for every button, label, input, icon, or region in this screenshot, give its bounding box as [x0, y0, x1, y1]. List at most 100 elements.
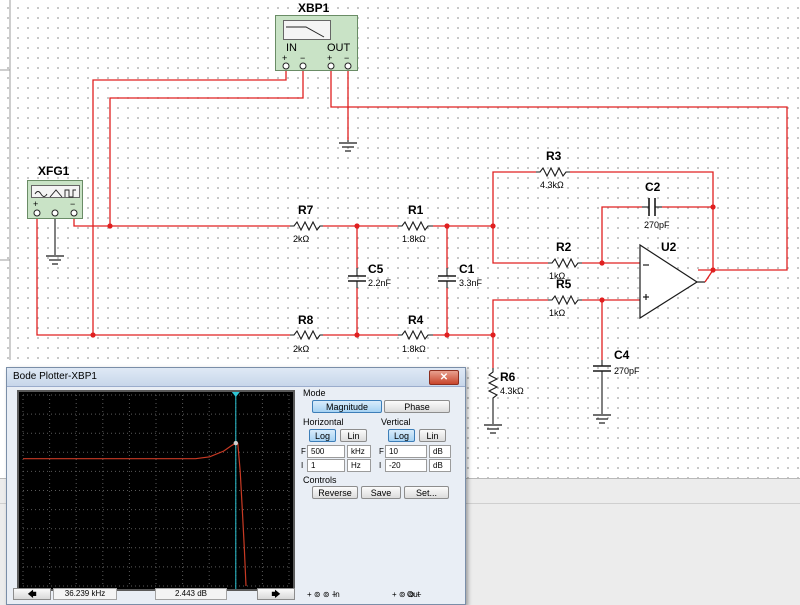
- r6-ref: R6: [500, 370, 516, 384]
- resistor-r1-symbol: [398, 220, 433, 232]
- xbp1-terminals[interactable]: [275, 60, 357, 72]
- xbp1-in-minus-terminal-icon: [299, 62, 307, 70]
- junction-dot: [107, 223, 113, 229]
- r8-value: 2kΩ: [293, 344, 310, 354]
- out-terminal-label: Out: [407, 590, 420, 599]
- cursor-left-icon[interactable]: 🡄: [13, 588, 51, 600]
- wire-c2-left: [601, 206, 642, 263]
- cursor-gain-readout: 2.443 dB: [155, 588, 227, 600]
- xfg1-minus-label: −: [70, 199, 76, 209]
- vertical-final-input[interactable]: 10: [385, 445, 427, 458]
- r1-value: 1.8kΩ: [402, 234, 426, 244]
- horizontal-group-label: Horizontal: [303, 417, 344, 427]
- phase-button[interactable]: Phase: [384, 400, 450, 413]
- c5-ref: C5: [368, 262, 384, 276]
- cursor-handle-icon[interactable]: [231, 392, 240, 397]
- xbp1-out-minus-label: −: [344, 53, 350, 63]
- resistor-r5-symbol: [548, 294, 582, 306]
- horizontal-initial-unit[interactable]: Hz: [347, 459, 371, 472]
- xfg1-plus-label: +: [33, 199, 39, 209]
- horizontal-initial-input[interactable]: 1: [307, 459, 345, 472]
- horizontal-final-label: F: [301, 447, 306, 456]
- junction-dot: [599, 260, 605, 266]
- magnitude-button[interactable]: Magnitude: [312, 400, 382, 413]
- capacitors[interactable]: [348, 198, 656, 372]
- bode-display-icon: [283, 20, 331, 40]
- resistor-r4-symbol: [398, 329, 433, 341]
- ground-symbol: [484, 424, 502, 434]
- horizontal-initial-label: I: [301, 461, 304, 470]
- vertical-final-unit[interactable]: dB: [429, 445, 451, 458]
- sine-wave-icon: [34, 191, 48, 197]
- xbp1-in-label: IN: [286, 42, 297, 54]
- r4-ref: R4: [408, 313, 424, 327]
- c1-ref: C1: [459, 262, 475, 276]
- bode-plot-display[interactable]: [17, 390, 295, 591]
- vertical-initial-input[interactable]: -20: [385, 459, 427, 472]
- xbp1-minus-label: −: [300, 53, 306, 63]
- resistor-r8-symbol: [290, 329, 323, 341]
- mode-group-label: Mode: [303, 388, 326, 398]
- vertical-initial-unit[interactable]: dB: [429, 459, 451, 472]
- out-terminals: + ⊚ ⊚ −: [392, 590, 422, 599]
- close-icon[interactable]: ✕: [429, 370, 459, 385]
- wire-xbp-in-plus: [92, 68, 290, 336]
- bode-plotter-window[interactable]: Bode Plotter-XBP1 ✕ Mode Magnitude Phase…: [6, 367, 466, 605]
- junction-dot: [90, 332, 96, 338]
- xbp1-label: XBP1: [298, 1, 330, 15]
- set-button[interactable]: Set...: [404, 486, 449, 499]
- horizontal-final-input[interactable]: 500: [307, 445, 345, 458]
- horizontal-final-unit[interactable]: kHz: [347, 445, 371, 458]
- c5-value: 2.2nF: [368, 278, 392, 288]
- bode-plotter-instrument[interactable]: IN OUT + − + −: [275, 15, 358, 71]
- wire-r3-left: [492, 171, 536, 226]
- c4-value: 270pF: [614, 366, 640, 376]
- xfg1-terminals[interactable]: [27, 207, 83, 219]
- capacitor-leads: [54, 140, 662, 424]
- ground-symbol: [339, 142, 357, 152]
- r8-ref: R8: [298, 313, 314, 327]
- xbp1-out-label: OUT: [327, 42, 351, 54]
- junction-dot: [490, 223, 496, 229]
- in-terminal-label: In: [333, 590, 340, 599]
- resistor-r6-symbol: [487, 368, 499, 402]
- horizontal-log-button[interactable]: Log: [309, 429, 336, 442]
- bode-plot-canvas[interactable]: [19, 392, 293, 589]
- save-button[interactable]: Save: [361, 486, 401, 499]
- r1-ref: R1: [408, 203, 424, 217]
- vertical-log-button[interactable]: Log: [388, 429, 415, 442]
- wire-r4-r5: [433, 299, 548, 336]
- junction-dot: [354, 223, 360, 229]
- junction-dot: [354, 332, 360, 338]
- resistor-r3-symbol: [536, 166, 570, 178]
- opamp-u2[interactable]: [639, 243, 714, 320]
- junction-dot: [444, 223, 450, 229]
- resistors[interactable]: [290, 166, 582, 402]
- cursor-right-icon[interactable]: 🡆: [257, 588, 295, 600]
- r3-ref: R3: [546, 149, 562, 163]
- reverse-button[interactable]: Reverse: [312, 486, 358, 499]
- bode-titlebar[interactable]: Bode Plotter-XBP1 ✕: [7, 368, 465, 387]
- vertical-group-label: Vertical: [381, 417, 411, 427]
- horizontal-lin-button[interactable]: Lin: [340, 429, 367, 442]
- magnitude-trace: [23, 442, 247, 587]
- vertical-final-label: F: [379, 447, 384, 456]
- r7-ref: R7: [298, 203, 314, 217]
- xfg1-label: XFG1: [38, 164, 70, 178]
- u2-ref: U2: [661, 240, 677, 254]
- cursor-point: [233, 440, 238, 446]
- square-wave-icon: [64, 189, 76, 198]
- in-terminals: + ⊚ ⊚ −: [307, 590, 337, 599]
- c2-value: 270pF: [644, 220, 670, 230]
- xbp1-in-plus-terminal-icon: [282, 62, 290, 70]
- r5-value: 1kΩ: [549, 308, 566, 318]
- r5-ref: R5: [556, 277, 572, 291]
- junction-dot: [710, 204, 716, 210]
- vertical-lin-button[interactable]: Lin: [419, 429, 446, 442]
- waveform-buttons: [31, 185, 80, 198]
- r3-value: 4.3kΩ: [540, 180, 564, 190]
- wire-xbp-in-minus: [109, 68, 304, 227]
- xbp1-out-plus-terminal-icon: [327, 62, 335, 70]
- xfg1-plus-terminal-icon: [33, 209, 41, 217]
- xfg1-minus-terminal-icon: [70, 209, 78, 217]
